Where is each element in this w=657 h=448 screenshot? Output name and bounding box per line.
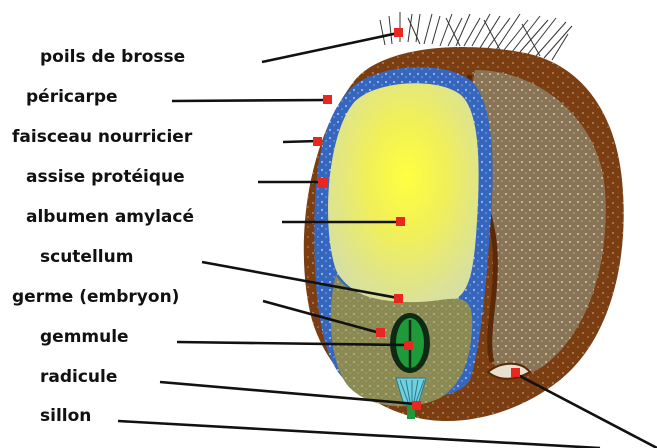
label-sillon: sillon xyxy=(40,406,91,426)
label-poils-de-brosse: poils de brosse xyxy=(40,47,185,67)
labels: poils de brosse péricarpe faisceau nourr… xyxy=(12,47,194,426)
marker-pericarpe xyxy=(323,95,332,104)
label-gemmule: gemmule xyxy=(40,327,129,347)
leader-pericarpe xyxy=(172,100,328,101)
marker-albumen xyxy=(396,217,405,226)
marker-poils xyxy=(394,28,403,37)
label-assise-proteique: assise protéique xyxy=(26,167,185,187)
marker-assise xyxy=(318,178,327,187)
marker-germe xyxy=(376,328,385,337)
label-radicule: radicule xyxy=(40,367,117,387)
marker-crease xyxy=(511,368,520,377)
label-scutellum: scutellum xyxy=(40,247,133,267)
leader-crease xyxy=(516,374,657,448)
leader-sillon xyxy=(118,421,600,448)
leader-faisceau xyxy=(283,141,318,142)
label-pericarpe: péricarpe xyxy=(26,87,118,107)
marker-radicule xyxy=(412,401,421,410)
leader-poils xyxy=(262,33,398,62)
marker-scutellum xyxy=(394,294,403,303)
marker-faisceau xyxy=(313,137,322,146)
label-germe: germe (embryon) xyxy=(12,287,179,307)
albumen-region xyxy=(328,83,479,306)
label-albumen-amylace: albumen amylacé xyxy=(26,207,194,227)
marker-gemmule xyxy=(404,341,413,350)
label-faisceau-nourricier: faisceau nourricier xyxy=(12,127,193,147)
